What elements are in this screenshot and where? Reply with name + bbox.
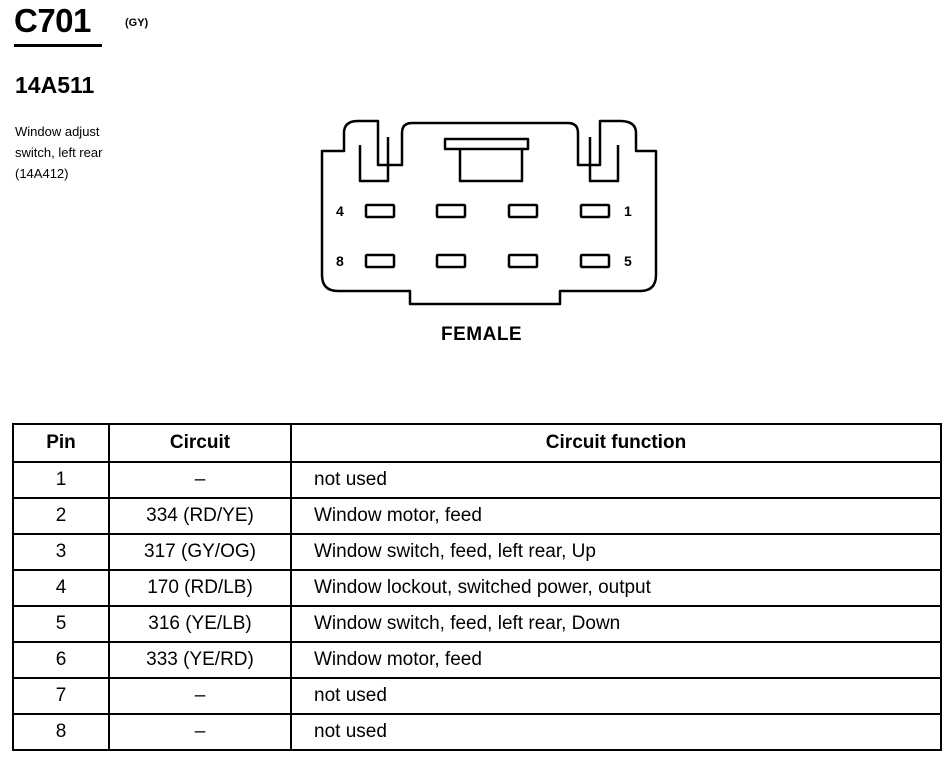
pin-cell: 1 xyxy=(12,461,110,499)
function-cell: Window lockout, switched power, output xyxy=(290,569,942,607)
pin-cell: 5 xyxy=(12,605,110,643)
pin-cell: 3 xyxy=(12,533,110,571)
table-row: 8 – not used xyxy=(12,713,942,751)
table-row: 6 333 (YE/RD) Window motor, feed xyxy=(12,641,942,679)
pin-cavity xyxy=(507,203,539,219)
pin-table: Pin Circuit Circuit function 1 – not use… xyxy=(12,423,942,751)
circuit-cell: – xyxy=(108,677,292,715)
column-header-circuit: Circuit xyxy=(108,423,292,463)
circuit-cell: 316 (YE/LB) xyxy=(108,605,292,643)
pin-cavity xyxy=(364,253,396,269)
table-row: 7 – not used xyxy=(12,677,942,715)
pin-cell: 2 xyxy=(12,497,110,535)
description-line: (14A412) xyxy=(15,166,69,181)
table-row: 2 334 (RD/YE) Window motor, feed xyxy=(12,497,942,535)
connector-color: (GY) xyxy=(125,17,149,29)
function-cell: Window switch, feed, left rear, Up xyxy=(290,533,942,571)
part-number: 14A511 xyxy=(15,72,95,98)
circuit-cell: 334 (RD/YE) xyxy=(108,497,292,535)
pin-cavity xyxy=(507,253,539,269)
pin-cavity xyxy=(579,253,611,269)
column-header-function: Circuit function xyxy=(290,423,942,463)
function-cell: Window motor, feed xyxy=(290,497,942,535)
description-line: switch, left rear xyxy=(15,145,103,160)
left-latch xyxy=(358,137,390,183)
column-header-pin: Pin xyxy=(12,423,110,463)
right-latch xyxy=(588,137,620,183)
pin-cavity xyxy=(364,203,396,219)
circuit-cell: 333 (YE/RD) xyxy=(108,641,292,679)
function-cell: not used xyxy=(290,713,942,751)
circuit-cell: – xyxy=(108,713,292,751)
pin-cell: 7 xyxy=(12,677,110,715)
description-line: Window adjust xyxy=(15,124,100,139)
function-cell: not used xyxy=(290,677,942,715)
connector-id-underline xyxy=(14,44,102,47)
connector-description: Window adjust switch, left rear (14A412) xyxy=(15,121,102,184)
connector-gender-label: FEMALE xyxy=(441,324,523,345)
pin-label-4: 4 xyxy=(336,203,344,219)
connector-id: C701 xyxy=(14,2,91,39)
function-cell: Window motor, feed xyxy=(290,641,942,679)
pin-cell: 4 xyxy=(12,569,110,607)
pin-label-1: 1 xyxy=(624,203,632,219)
pin-cell: 6 xyxy=(12,641,110,679)
table-row: 5 316 (YE/LB) Window switch, feed, left … xyxy=(12,605,942,643)
connector-housing xyxy=(320,119,658,306)
pin-label-5: 5 xyxy=(624,253,632,269)
table-row: 1 – not used xyxy=(12,461,942,499)
function-cell: Window switch, feed, left rear, Down xyxy=(290,605,942,643)
pin-label-8: 8 xyxy=(336,253,344,269)
pin-cavity xyxy=(435,253,467,269)
table-row: 3 317 (GY/OG) Window switch, feed, left … xyxy=(12,533,942,571)
circuit-cell: – xyxy=(108,461,292,499)
connector-face-diagram: 4 1 8 5 xyxy=(320,119,658,306)
circuit-cell: 170 (RD/LB) xyxy=(108,569,292,607)
pin-cavity xyxy=(579,203,611,219)
function-cell: not used xyxy=(290,461,942,499)
pin-cell: 8 xyxy=(12,713,110,751)
center-key xyxy=(443,137,530,183)
table-row: 4 170 (RD/LB) Window lockout, switched p… xyxy=(12,569,942,607)
circuit-cell: 317 (GY/OG) xyxy=(108,533,292,571)
pin-cavity xyxy=(435,203,467,219)
table-header-row: Pin Circuit Circuit function xyxy=(12,423,942,463)
